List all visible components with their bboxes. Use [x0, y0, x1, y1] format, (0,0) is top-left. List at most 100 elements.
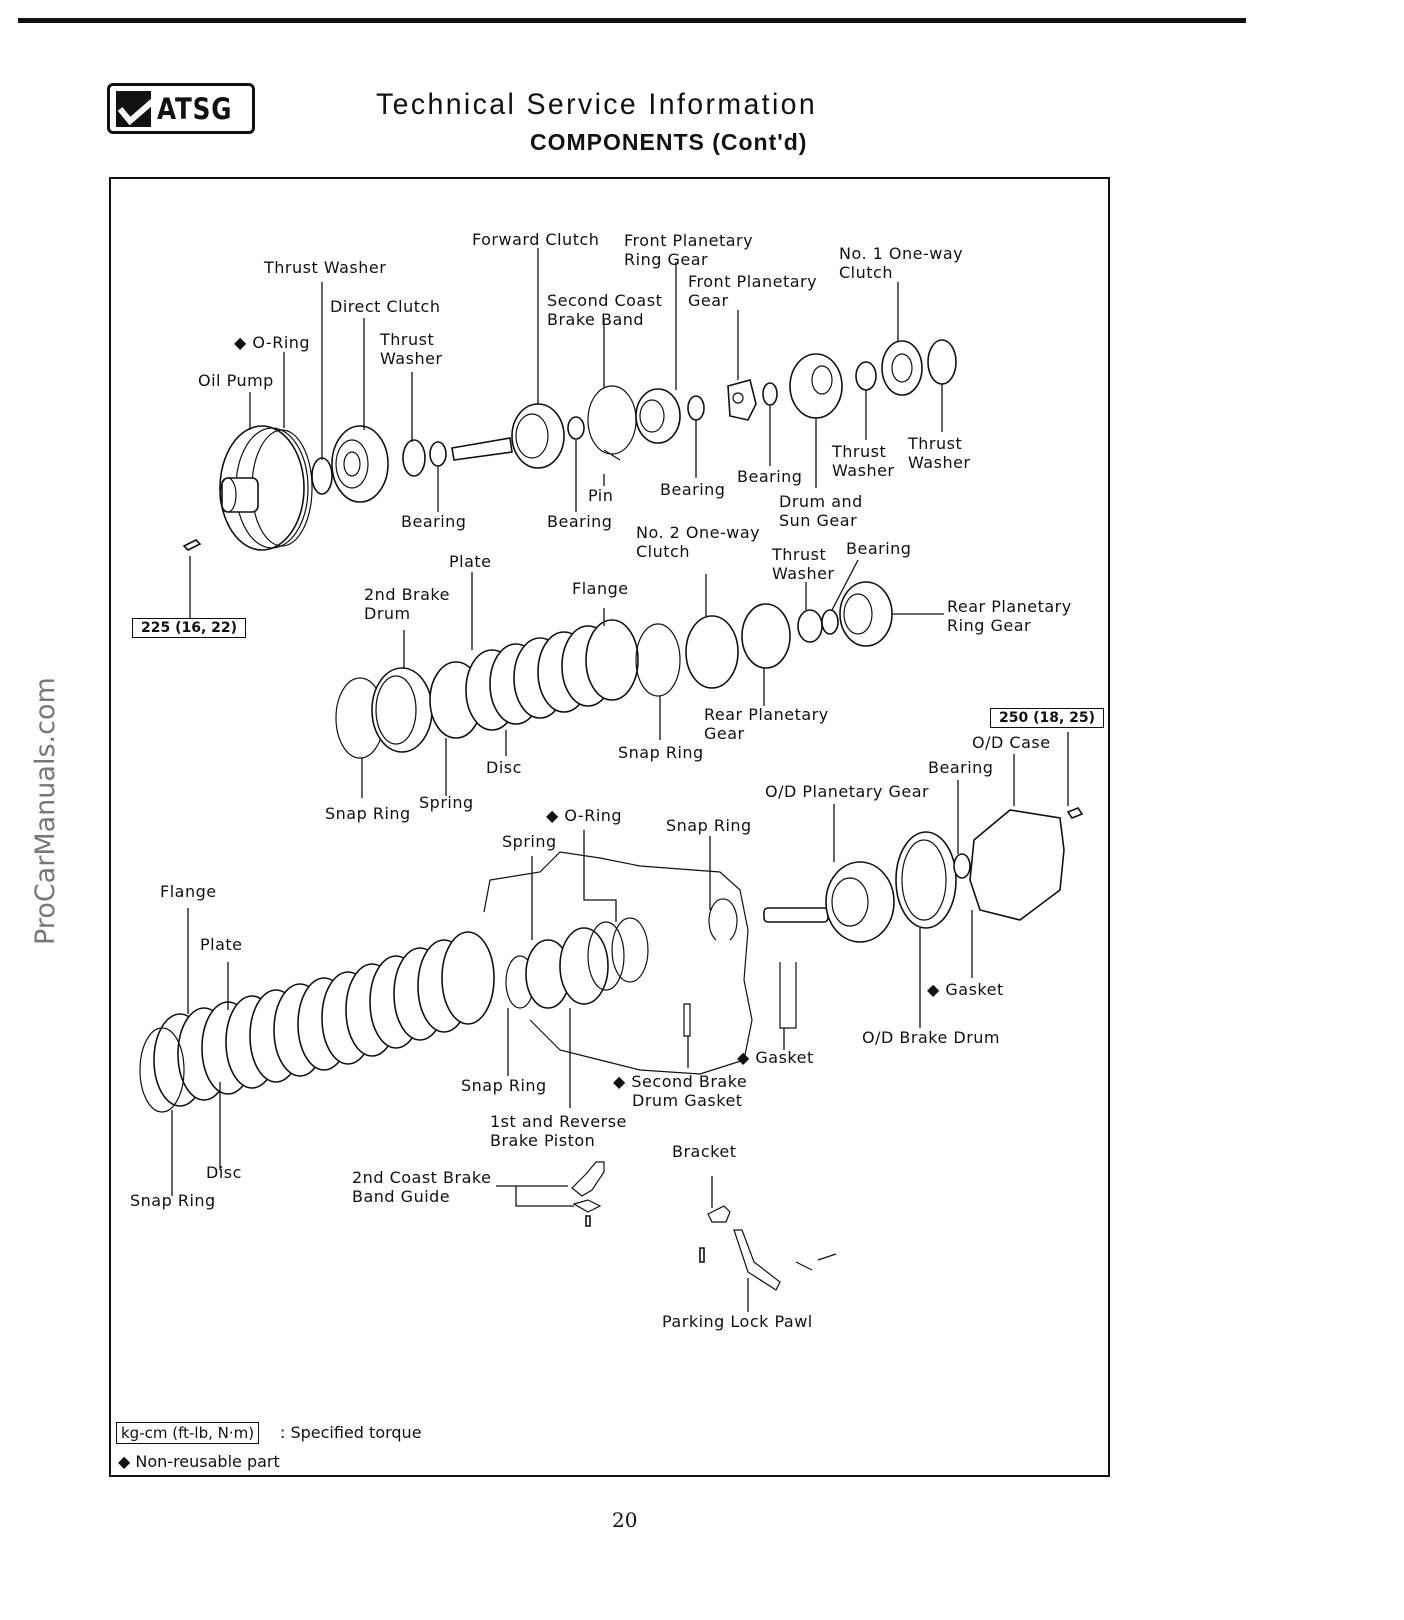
label-second-brake-drum-gasket-a: ◆ Second Brake	[613, 1072, 748, 1091]
label-bearing: Bearing	[737, 467, 803, 486]
label-first-reverse-piston-b: Brake Piston	[490, 1131, 596, 1150]
label-flange: Flange	[160, 882, 217, 901]
label-o-ring: ◆ O-Ring	[234, 333, 311, 352]
second-brake-drum-gasket-part	[683, 1003, 691, 1037]
label-thrust-washer-4b: Washer	[908, 453, 971, 472]
label-thrust-washer-2b: Washer	[380, 349, 443, 368]
o-ring-part	[587, 921, 625, 991]
legend-torque-unit: kg-cm (ft-lb, N·m)	[116, 1422, 260, 1444]
label-o-ring: ◆ O-Ring	[546, 806, 623, 825]
checkmark-icon	[116, 90, 162, 127]
label-second-coast-guide-a: 2nd Coast Brake	[352, 1168, 492, 1187]
bearing-part	[821, 609, 839, 635]
page-number: 20	[612, 1508, 638, 1532]
bearing-part	[687, 395, 705, 421]
label-flange: Flange	[572, 579, 629, 598]
label-parking-lock-pawl: Parking Lock Pawl	[662, 1312, 813, 1331]
o-ring-part	[611, 917, 649, 983]
label-bearing: Bearing	[660, 480, 726, 499]
label-direct-clutch: Direct Clutch	[330, 297, 441, 316]
label-front-planetary-gear-b: Gear	[688, 291, 729, 310]
thrust-washer-part	[311, 457, 333, 495]
torque-spec-oil-pump: 225 (16, 22)	[132, 618, 247, 638]
transmission-case-outline	[483, 851, 753, 1075]
torque-spec-od-case: 250 (18, 25)	[990, 708, 1105, 728]
thrust-washer-part	[402, 439, 426, 477]
leader-lines	[171, 248, 1069, 1312]
bearing-part	[953, 853, 971, 879]
label-bearing: Bearing	[846, 539, 912, 558]
label-thrust-washer: Thrust Washer	[264, 258, 387, 277]
band-guide-part	[571, 1161, 605, 1213]
label-front-planetary-ring-a: Front Planetary	[624, 231, 754, 250]
parking-lock-pawl-part	[733, 1229, 781, 1291]
label-rear-planetary-gear-b: Gear	[704, 724, 745, 743]
forward-clutch-part	[451, 403, 565, 469]
bracket-part	[707, 1205, 731, 1223]
bearing-part	[762, 382, 778, 406]
logo-text: ATSG	[157, 91, 233, 126]
label-bearing: Bearing	[928, 758, 994, 777]
top-rule	[18, 18, 1246, 23]
atsg-logo: ATSG	[107, 83, 255, 134]
plate-disc-stack	[465, 619, 639, 731]
od-case-part	[969, 809, 1065, 921]
label-od-brake-drum: O/D Brake Drum	[862, 1028, 1000, 1047]
label-snap-ring: Snap Ring	[666, 816, 752, 835]
label-spring: Spring	[502, 832, 557, 851]
legend-torque-desc: : Specified torque	[280, 1423, 422, 1442]
front-planetary-ring-gear-part	[635, 388, 681, 444]
label-rear-planetary-ring-b: Ring Gear	[947, 616, 1032, 635]
front-planetary-gear-part	[727, 379, 757, 421]
drum-and-sun-gear-part	[789, 353, 843, 419]
page-title: Technical Service Information	[376, 88, 818, 121]
label-forward-clutch: Forward Clutch	[472, 230, 600, 249]
label-thrust-washer-3a: Thrust	[832, 442, 887, 461]
label-no2-oneway-b: Clutch	[636, 542, 690, 561]
bolt-part	[182, 539, 202, 551]
legend-non-reusable: ◆ Non-reusable part	[118, 1452, 280, 1471]
snap-ring-part	[139, 1027, 185, 1113]
clutch-pack-stack	[153, 931, 495, 1107]
diagram-frame	[109, 177, 1110, 1477]
label-pin: Pin	[588, 486, 614, 505]
no2-one-way-clutch-part	[685, 615, 739, 689]
label-spring: Spring	[419, 793, 474, 812]
page-subtitle: COMPONENTS (Cont'd)	[530, 129, 808, 155]
bearing-part	[567, 416, 585, 440]
rear-planetary-ring-gear-part	[839, 581, 893, 647]
thrust-washer-part	[927, 339, 957, 385]
label-no1-oneway-b: Clutch	[839, 263, 893, 282]
first-reverse-piston-part	[559, 927, 609, 1005]
pin-part	[795, 1253, 837, 1271]
label-snap-ring: Snap Ring	[325, 804, 411, 823]
second-coast-brake-band-part	[587, 385, 637, 461]
label-plate: Plate	[200, 935, 243, 954]
gasket-part	[779, 962, 797, 1029]
rear-planetary-gear-part	[741, 603, 791, 669]
bolt-part	[585, 1215, 591, 1227]
label-plate: Plate	[449, 552, 492, 571]
bolt-part	[1066, 807, 1084, 819]
label-front-planetary-gear-a: Front Planetary	[688, 272, 818, 291]
label-first-reverse-piston-a: 1st and Reverse	[490, 1112, 627, 1131]
thrust-washer-part	[855, 361, 877, 391]
second-brake-drum-part	[371, 667, 433, 753]
label-second-coast-band-a: Second Coast	[547, 291, 663, 310]
label-no2-oneway-a: No. 2 One-way	[636, 523, 761, 542]
label-gasket: ◆ Gasket	[737, 1048, 814, 1067]
od-brake-drum-part	[895, 831, 957, 929]
label-second-coast-guide-b: Band Guide	[352, 1187, 451, 1206]
label-rear-planetary-ring-a: Rear Planetary	[947, 597, 1072, 616]
label-snap-ring: Snap Ring	[461, 1076, 547, 1095]
label-second-brake-drum-a: 2nd Brake	[364, 585, 450, 604]
label-drum-sun-b: Sun Gear	[779, 511, 858, 530]
thrust-washer-part	[797, 609, 823, 643]
oil-pump-part	[219, 425, 313, 551]
label-snap-ring: Snap Ring	[618, 743, 704, 762]
label-bracket: Bracket	[672, 1142, 737, 1161]
label-rear-planetary-gear-a: Rear Planetary	[704, 705, 829, 724]
label-bearing: Bearing	[401, 512, 467, 531]
direct-clutch-part	[331, 425, 389, 503]
